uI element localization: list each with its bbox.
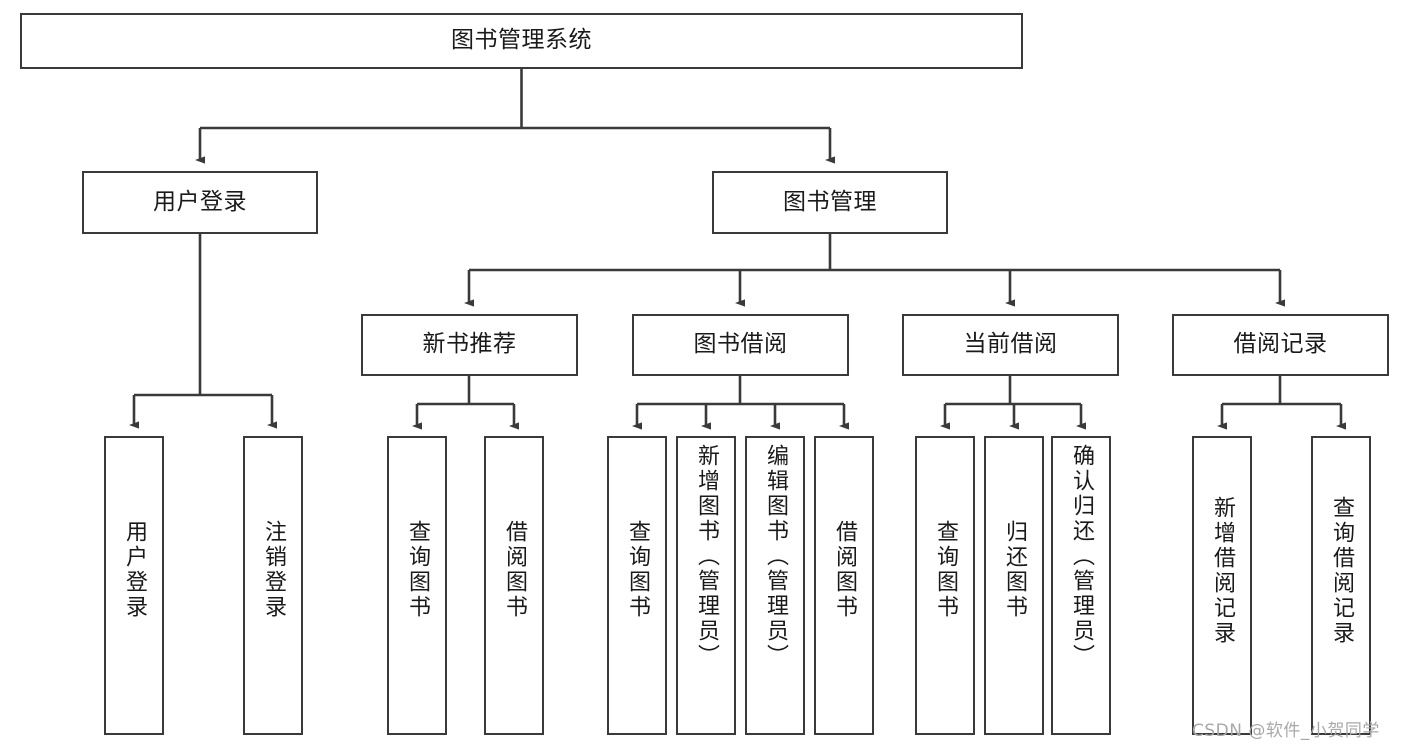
node-leaf-query-book-1-label: 查询图书 <box>405 520 430 620</box>
node-leaf-borrow-book-2-label: 借阅图书 <box>832 520 857 620</box>
node-leaf-query-book-3[interactable]: 查询图书 <box>915 436 975 735</box>
node-leaf-return-book-label: 归还图书 <box>1002 520 1027 620</box>
node-leaf-user-logout[interactable]: 注销登录 <box>243 436 303 735</box>
node-current-borrow[interactable]: 当前借阅 <box>902 314 1119 376</box>
node-current-borrow-label: 当前借阅 <box>963 331 1058 358</box>
node-leaf-query-borrow-record-label: 查询借阅记录 <box>1329 496 1354 646</box>
node-leaf-add-book-admin-label: 新增图书（管理员） <box>694 444 719 669</box>
node-borrow-record[interactable]: 借阅记录 <box>1172 314 1389 376</box>
node-leaf-query-borrow-record[interactable]: 查询借阅记录 <box>1311 436 1371 735</box>
node-new-book-rec-label: 新书推荐 <box>422 331 517 358</box>
node-user-login-label: 用户登录 <box>153 188 247 215</box>
node-leaf-query-book-2[interactable]: 查询图书 <box>607 436 667 735</box>
node-leaf-edit-book-admin-label: 编辑图书（管理员） <box>763 444 788 669</box>
node-leaf-confirm-return-admin-label: 确认归还（管理员） <box>1069 444 1094 669</box>
node-leaf-confirm-return-admin[interactable]: 确认归还（管理员） <box>1051 436 1111 735</box>
node-leaf-return-book[interactable]: 归还图书 <box>984 436 1044 735</box>
node-book-manage[interactable]: 图书管理 <box>712 171 948 234</box>
node-leaf-borrow-book-2[interactable]: 借阅图书 <box>814 436 874 735</box>
node-book-borrow-label: 图书借阅 <box>693 331 788 358</box>
node-leaf-query-book-2-label: 查询图书 <box>625 520 650 620</box>
node-book-borrow[interactable]: 图书借阅 <box>632 314 849 376</box>
node-leaf-add-borrow-record[interactable]: 新增借阅记录 <box>1192 436 1252 735</box>
node-user-login[interactable]: 用户登录 <box>82 171 318 234</box>
node-leaf-user-logout-label: 注销登录 <box>261 520 286 620</box>
node-leaf-add-book-admin[interactable]: 新增图书（管理员） <box>676 436 736 735</box>
node-book-manage-label: 图书管理 <box>783 188 877 215</box>
node-leaf-add-borrow-record-label: 新增借阅记录 <box>1210 496 1235 646</box>
node-root-label: 图书管理系统 <box>451 27 592 54</box>
node-leaf-borrow-book-1[interactable]: 借阅图书 <box>484 436 544 735</box>
node-new-book-rec[interactable]: 新书推荐 <box>361 314 578 376</box>
node-leaf-edit-book-admin[interactable]: 编辑图书（管理员） <box>745 436 805 735</box>
node-leaf-user-login-label: 用户登录 <box>122 520 147 620</box>
node-leaf-user-login[interactable]: 用户登录 <box>104 436 164 735</box>
node-leaf-borrow-book-1-label: 借阅图书 <box>502 520 527 620</box>
node-borrow-record-label: 借阅记录 <box>1233 331 1328 358</box>
node-root[interactable]: 图书管理系统 <box>20 13 1023 69</box>
csdn-watermark: CSDN @软件_小贺同学 <box>1192 721 1380 741</box>
node-leaf-query-book-1[interactable]: 查询图书 <box>387 436 447 735</box>
node-leaf-query-book-3-label: 查询图书 <box>933 520 958 620</box>
